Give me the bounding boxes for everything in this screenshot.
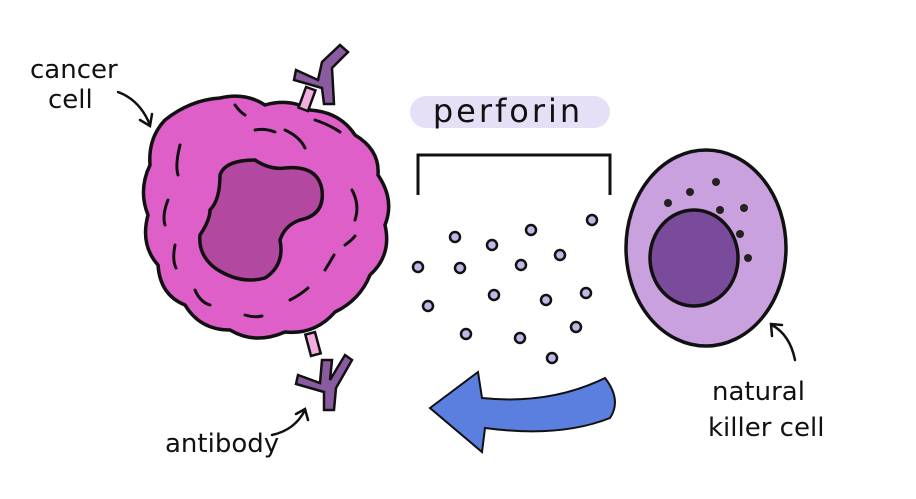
nk-granule bbox=[736, 230, 744, 238]
perforin-molecule bbox=[545, 351, 559, 365]
perforin-molecule bbox=[513, 331, 527, 345]
nk-cell-label-line1: natural bbox=[712, 377, 805, 407]
perforin-molecule bbox=[459, 327, 473, 341]
perforin-molecule bbox=[421, 299, 435, 313]
perforin-molecule bbox=[539, 293, 553, 307]
perforin-molecule bbox=[553, 248, 567, 262]
nk-granule bbox=[712, 178, 720, 186]
antibody-pointer-icon bbox=[270, 407, 310, 437]
perforin-molecule bbox=[453, 261, 467, 275]
cancer-cell-nucleus bbox=[198, 158, 325, 282]
nk-cell-pointer-icon bbox=[769, 322, 797, 362]
perforin-bracket bbox=[416, 153, 612, 195]
cancer-cell-pointer-icon bbox=[116, 90, 154, 129]
perforin-molecule bbox=[485, 238, 499, 252]
antibody-bottom bbox=[294, 330, 354, 412]
perforin-molecule bbox=[579, 286, 593, 300]
perforin-molecule bbox=[585, 213, 599, 227]
perforin-molecule bbox=[411, 260, 425, 274]
nk-granule bbox=[740, 204, 748, 212]
perforin-molecule bbox=[569, 320, 583, 334]
perforin-molecules bbox=[411, 213, 599, 365]
nk-granule bbox=[716, 206, 724, 214]
perforin-molecule bbox=[448, 230, 462, 244]
perforin-label: perforin bbox=[433, 92, 583, 130]
antibody-label: antibody bbox=[165, 429, 279, 459]
perforin-molecule bbox=[514, 258, 528, 272]
pointer-arrows bbox=[116, 90, 797, 437]
perforin-highlight bbox=[410, 96, 610, 128]
natural-killer-cell bbox=[624, 148, 788, 348]
perforin-molecule bbox=[487, 288, 501, 302]
cancer-cell-label-line2: cell bbox=[48, 85, 93, 115]
nk-cell-label-line2: killer cell bbox=[708, 413, 824, 443]
cancer-cell-label-line1: cancer bbox=[30, 55, 118, 85]
antibody-top bbox=[292, 43, 350, 113]
nk-granule bbox=[744, 254, 752, 262]
nk-granule bbox=[686, 188, 694, 196]
perforin-molecule bbox=[524, 223, 538, 237]
cancer-cell bbox=[141, 94, 391, 340]
nk-granule bbox=[664, 199, 672, 207]
release-arrow-icon bbox=[428, 370, 616, 454]
